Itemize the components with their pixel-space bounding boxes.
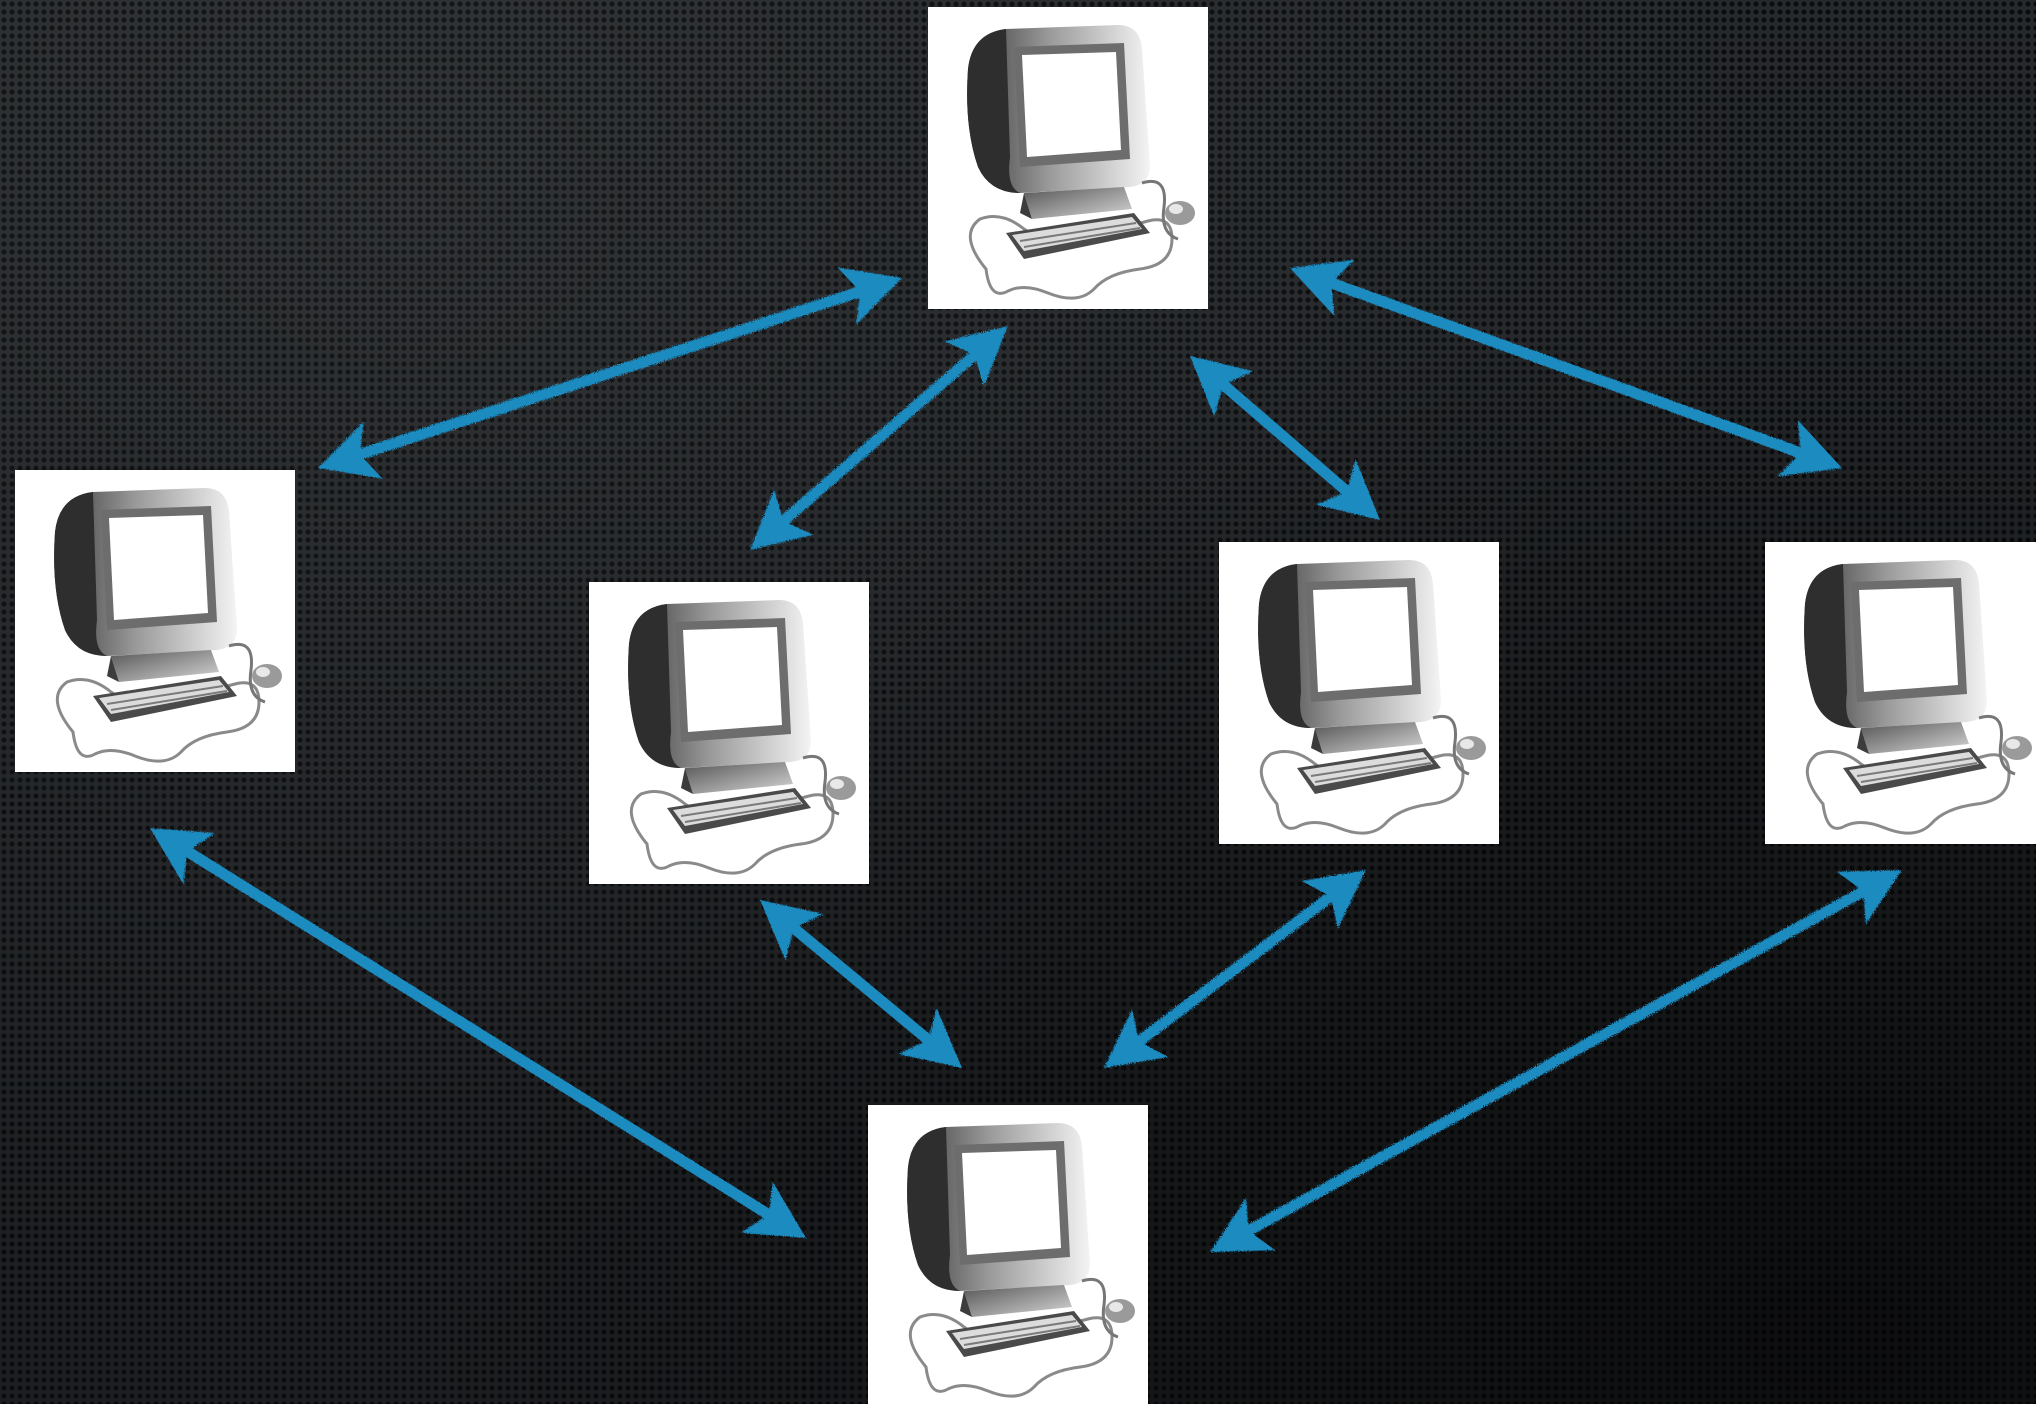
arrowhead-icon: [1836, 870, 1902, 925]
arrowhead-icon: [1301, 870, 1366, 929]
arrowhead-icon: [1210, 1197, 1276, 1252]
arrowhead-icon: [837, 267, 902, 325]
arrowhead-icon: [760, 900, 824, 961]
computer-bottom: [868, 1105, 1148, 1404]
arrow-shaft: [350, 284, 870, 462]
desktop-computer-icon: [15, 470, 295, 772]
arrow-shaft: [785, 920, 937, 1048]
arrow-shaft: [1239, 883, 1873, 1239]
computer-left: [15, 470, 295, 772]
arrow-shaft: [1322, 276, 1810, 460]
desktop-computer-icon: [868, 1105, 1148, 1404]
arrowhead-icon: [1190, 356, 1254, 417]
link-computer-top-computer-right: [1290, 259, 1842, 477]
computer-middle-right: [1219, 542, 1499, 844]
arrowhead-icon: [1777, 420, 1842, 477]
computer-top: [928, 7, 1208, 309]
arrowhead-icon: [750, 489, 814, 550]
desktop-computer-icon: [589, 582, 869, 884]
desktop-computer-icon: [1219, 542, 1499, 844]
link-computer-top-computer-left: [318, 267, 902, 479]
link-computer-top-computer-middle-right: [1190, 356, 1380, 520]
arrowhead-icon: [1104, 1009, 1169, 1068]
arrowhead-icon: [944, 326, 1008, 387]
link-computer-top-computer-middle-left: [750, 326, 1008, 550]
desktop-computer-icon: [1765, 542, 2036, 844]
link-computer-middle-right-computer-bottom: [1104, 870, 1366, 1068]
link-computer-left-computer-bottom: [150, 828, 806, 1238]
arrowhead-icon: [740, 1181, 806, 1238]
arrowhead-icon: [1316, 459, 1380, 520]
computer-middle-left: [589, 582, 869, 884]
arrow-shaft: [1214, 376, 1356, 500]
desktop-computer-icon: [928, 7, 1208, 309]
arrowhead-icon: [1290, 259, 1355, 316]
arrow-shaft: [1130, 888, 1340, 1050]
arrowhead-icon: [150, 828, 216, 885]
link-computer-right-computer-bottom: [1210, 870, 1902, 1252]
link-computer-middle-left-computer-bottom: [760, 900, 962, 1068]
arrow-shaft: [774, 346, 984, 530]
arrowhead-icon: [318, 421, 383, 479]
arrowhead-icon: [898, 1007, 962, 1068]
arrow-shaft: [178, 843, 778, 1223]
computer-right: [1765, 542, 2036, 844]
